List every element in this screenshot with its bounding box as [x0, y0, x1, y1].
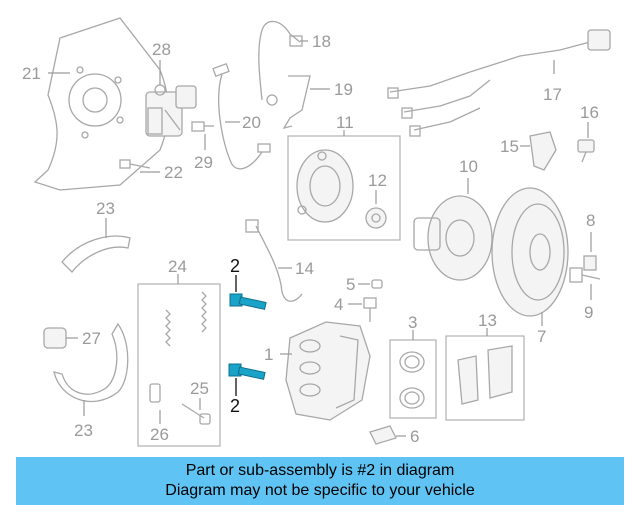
callout-27: 27 — [82, 329, 101, 348]
rotor-icon — [491, 187, 569, 317]
info-banner: Part or sub-assembly is #2 in diagram Di… — [16, 457, 624, 505]
callout-28: 28 — [152, 40, 171, 59]
seal-ring-icon — [399, 351, 425, 409]
callout-12: 12 — [368, 171, 387, 190]
callout-17: 17 — [543, 85, 562, 104]
callout-11: 11 — [336, 113, 354, 132]
pin-25-icon — [181, 403, 211, 425]
bolt-29-icon — [191, 121, 214, 132]
bolt-9-icon — [569, 267, 601, 283]
callout-3: 3 — [408, 313, 417, 332]
callout-19: 19 — [334, 80, 353, 99]
bearing-housing-icon — [296, 149, 354, 223]
bolt-22-icon — [119, 159, 151, 169]
callout-2-lower: 2 — [230, 396, 240, 416]
caliper-icon — [285, 321, 371, 421]
callout-21: 21 — [22, 64, 41, 83]
nut-12-icon — [365, 207, 387, 229]
callout-16: 16 — [580, 103, 599, 122]
nut-8-icon — [583, 255, 597, 271]
callout-26: 26 — [150, 425, 169, 444]
bleed-screw-4-icon — [363, 297, 377, 322]
callout-10: 10 — [459, 157, 478, 176]
callout-6: 6 — [410, 427, 419, 446]
callout-22: 22 — [164, 163, 183, 182]
callout-23-upper: 23 — [96, 199, 115, 218]
callout-18: 18 — [312, 32, 331, 51]
callout-13: 13 — [478, 311, 497, 330]
wear-sensor-icon — [387, 29, 611, 137]
wheel-hub-icon — [413, 195, 493, 281]
callout-9: 9 — [584, 303, 593, 322]
callout-2-upper: 2 — [230, 256, 240, 276]
banner-line-2: Diagram may not be specific to your vehi… — [165, 482, 475, 499]
banner-line-1: Part or sub-assembly is #2 in diagram — [185, 462, 455, 479]
callout-15: 15 — [500, 137, 519, 156]
brake-shoe-upper-icon — [61, 235, 131, 273]
dust-shield-icon — [33, 17, 169, 191]
hose-bracket-icon — [282, 75, 311, 130]
sensor-6-icon — [369, 425, 397, 445]
bolt-2-upper-icon — [229, 293, 267, 310]
brake-hose-icon — [218, 73, 263, 170]
box-24 — [137, 283, 221, 447]
callout-8: 8 — [586, 211, 595, 230]
cap-5-icon — [371, 279, 383, 289]
callout-23-lower: 23 — [74, 421, 93, 440]
adjuster-27-icon — [43, 327, 67, 349]
parking-brake-actuator-icon — [145, 84, 197, 137]
callout-14: 14 — [295, 259, 314, 278]
callout-24: 24 — [168, 257, 187, 276]
callout-1: 1 — [264, 345, 273, 364]
box-13 — [445, 335, 525, 421]
brake-line-icon — [258, 20, 301, 101]
sensor-15-icon — [529, 131, 557, 171]
callout-25: 25 — [190, 379, 209, 398]
brake-shoe-lower-icon — [53, 322, 129, 403]
brake-pad-icon — [457, 345, 513, 405]
sensor-16-icon — [577, 139, 595, 163]
spring-icon — [165, 291, 207, 347]
callout-7: 7 — [537, 327, 546, 346]
sensor-wire-icon — [255, 225, 303, 302]
callout-5: 5 — [346, 275, 355, 294]
callout-4: 4 — [334, 295, 343, 314]
pin-26-icon — [149, 383, 161, 403]
bolt-2-lower-icon — [228, 363, 266, 380]
callout-29: 29 — [194, 153, 213, 172]
callout-20: 20 — [242, 113, 261, 132]
